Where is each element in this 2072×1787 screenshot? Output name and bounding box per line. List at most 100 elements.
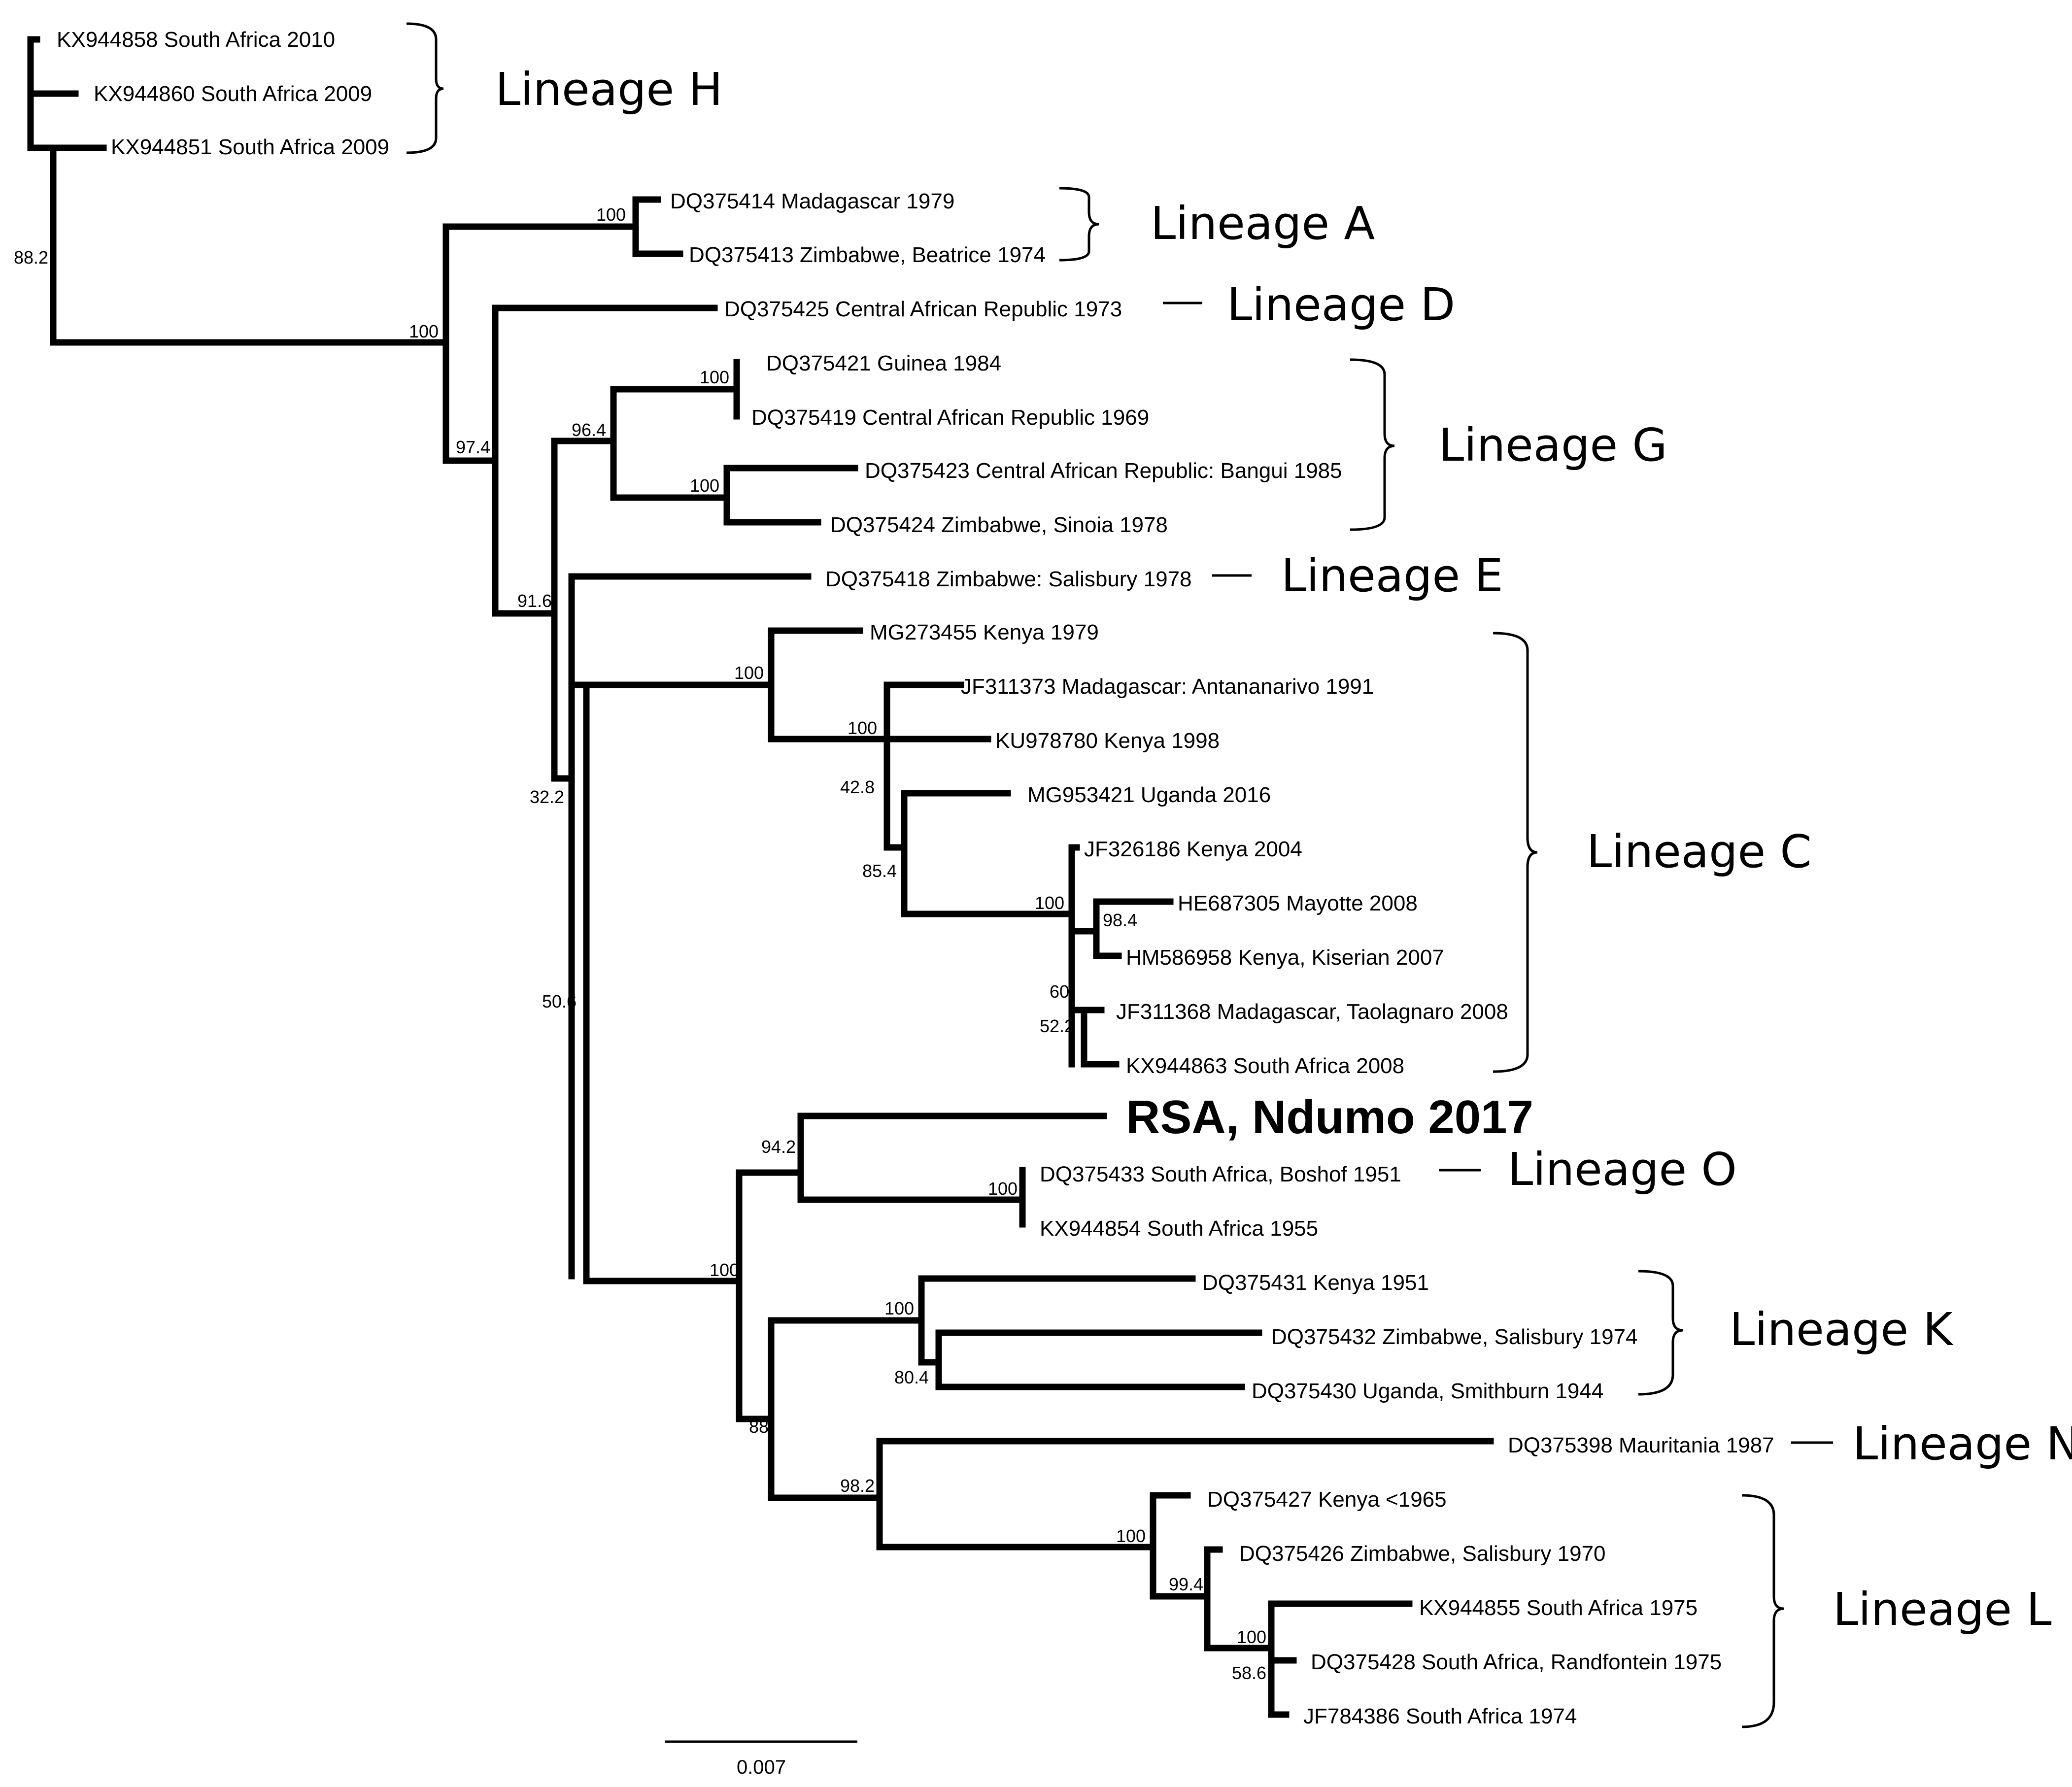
branch-c5	[1068, 844, 1080, 917]
support-value: 98.4	[1103, 910, 1137, 930]
tip-label: KX944863 South Africa 2008	[1126, 1054, 1404, 1078]
tip-label: DQ375430 Uganda, Smithburn 1944	[1252, 1379, 1603, 1403]
support-value: 88	[749, 1416, 769, 1437]
support-value: 100	[848, 718, 877, 738]
branch-k-inner	[918, 1317, 1262, 1366]
support-value: 60	[1050, 981, 1069, 1002]
support-value: 100	[596, 204, 626, 225]
branch-522-low	[1081, 1007, 1120, 1068]
support-value: 100	[734, 663, 764, 683]
branch-h-stem	[27, 144, 57, 346]
support-value: 85.4	[862, 861, 897, 881]
bracket-lineage-g	[1350, 358, 1395, 531]
tip-label: DQ375428 South Africa, Randfontein 1975	[1311, 1650, 1722, 1674]
lineage-labels: Lineage H Lineage A Lineage D Lineage G …	[495, 63, 2072, 1636]
branch-984-low	[1093, 928, 1122, 959]
support-value: 80.4	[894, 1367, 929, 1387]
tip-label: DQ375433 South Africa, Boshof 1951	[1040, 1162, 1401, 1186]
branch-k-low	[935, 1359, 1245, 1390]
branch-854	[901, 844, 1075, 917]
support-value: 96.4	[572, 420, 606, 440]
support-value: 52.2	[1040, 1016, 1074, 1036]
tip-label: JF311368 Madagascar, Taolagnaro 2008	[1116, 1000, 1508, 1024]
branch-984	[1068, 898, 1174, 935]
lineage-label: Lineage G	[1439, 419, 1667, 472]
branch-322	[551, 573, 812, 782]
tip-label: DQ375423 Central African Republic: Bangu…	[865, 459, 1342, 483]
support-value: 91.6	[517, 591, 552, 611]
tip-label: DQ375419 Central African Republic 1969	[751, 405, 1149, 430]
branch-bottom	[583, 1169, 804, 1284]
tip-label: KX944855 South Africa 1975	[1419, 1596, 1698, 1620]
tip-label: MG953421 Uganda 2016	[1027, 783, 1271, 807]
branch-586-low	[1268, 1657, 1290, 1718]
branch-974	[442, 304, 718, 464]
tip-label: DQ375431 Kenya 1951	[1202, 1271, 1429, 1295]
support-value: 100	[700, 367, 729, 387]
branch-c-stem	[583, 627, 863, 688]
support-value: 100	[988, 1179, 1018, 1199]
tip-label: DQ375418 Zimbabwe: Salisbury 1978	[825, 567, 1192, 591]
lineage-label: Lineage K	[1730, 1303, 1954, 1356]
support-value: 32.2	[530, 787, 564, 807]
bracket-lineage-a	[1059, 187, 1099, 262]
support-value: 100	[710, 1260, 739, 1280]
bracket-lineage-l	[1741, 1494, 1784, 1728]
support-value: 42.8	[840, 777, 875, 797]
tip-label: KX944858 South Africa 2010	[57, 28, 335, 52]
tip-label: KX944860 South Africa 2009	[94, 82, 372, 106]
tip-label-highlight: RSA, Ndumo 2017	[1126, 1091, 1533, 1144]
branch-c-lower	[768, 681, 890, 742]
branch-942	[797, 1113, 1107, 1176]
tip-label: KX944854 South Africa 1955	[1040, 1216, 1318, 1241]
lineage-label: Lineage A	[1151, 197, 1375, 250]
branch-a-stem	[442, 196, 661, 230]
support-value: 100	[884, 1298, 914, 1318]
tip-label: DQ375426 Zimbabwe, Salisbury 1970	[1239, 1542, 1606, 1566]
branch-bottom-low	[736, 1278, 775, 1422]
branch-974-lower	[492, 457, 558, 617]
tip-label: JF784386 South Africa 1974	[1303, 1704, 1577, 1728]
tip-label: DQ375425 Central African Republic 1973	[724, 297, 1122, 321]
branch-982	[876, 1438, 1494, 1501]
branch-a-inner	[632, 223, 683, 257]
support-value: 58.6	[1232, 1663, 1266, 1683]
branch-88-low	[768, 1416, 883, 1501]
tip-label: DQ375421 Guinea 1984	[766, 351, 1001, 375]
lineage-label: Lineage C	[1587, 825, 1812, 878]
support-value: 100	[1237, 1627, 1266, 1647]
support-value: 100	[409, 321, 439, 341]
support-value: 100	[1035, 893, 1064, 913]
tree-branches	[27, 36, 1494, 1718]
tip-label: HM586958 Kenya, Kiserian 2007	[1126, 945, 1444, 970]
tip-label: DQ375414 Madagascar 1979	[670, 189, 954, 213]
tip-labels: KX944858 South Africa 2010 KX944860 Sout…	[57, 28, 1774, 1728]
lineage-label: Lineage O	[1508, 1143, 1737, 1196]
tip-label: JF311373 Madagascar: Antananarivo 1991	[961, 674, 1374, 699]
support-value: 97.4	[456, 437, 490, 457]
tip-label: DQ375432 Zimbabwe, Salisbury 1974	[1271, 1325, 1638, 1349]
branch-g2-lower	[723, 494, 821, 526]
branch-428	[883, 736, 1011, 851]
support-value: 50.6	[542, 991, 577, 1012]
bracket-lineage-c	[1493, 632, 1538, 1073]
lineage-label: Lineage E	[1281, 549, 1503, 602]
tip-label: DQ375424 Zimbabwe, Sinoia 1978	[830, 513, 1168, 537]
branch-586	[1268, 1645, 1297, 1664]
tip-label: KU978780 Kenya 1998	[995, 729, 1220, 753]
lineage-label: Lineage N	[1853, 1417, 2072, 1470]
tip-label: KX944851 South Africa 2009	[111, 135, 389, 159]
lineage-label: Lineage D	[1227, 278, 1455, 331]
tip-label: DQ375427 Kenya <1965	[1207, 1487, 1447, 1512]
branch-k	[918, 1275, 1196, 1324]
scale-bar-label: 0.007	[737, 1756, 786, 1778]
lineage-label: Lineage L	[1833, 1583, 2052, 1636]
lineage-brackets	[406, 22, 1833, 1728]
support-values: 88.2 100 100 97.4 91.6 96.4 100 100 32.2…	[14, 204, 1266, 1683]
support-value: 100	[690, 475, 719, 496]
bracket-lineage-k	[1638, 1270, 1683, 1396]
support-value: 98.2	[840, 1476, 875, 1496]
support-value: 100	[1116, 1526, 1146, 1546]
branch-982-low	[876, 1494, 1156, 1551]
